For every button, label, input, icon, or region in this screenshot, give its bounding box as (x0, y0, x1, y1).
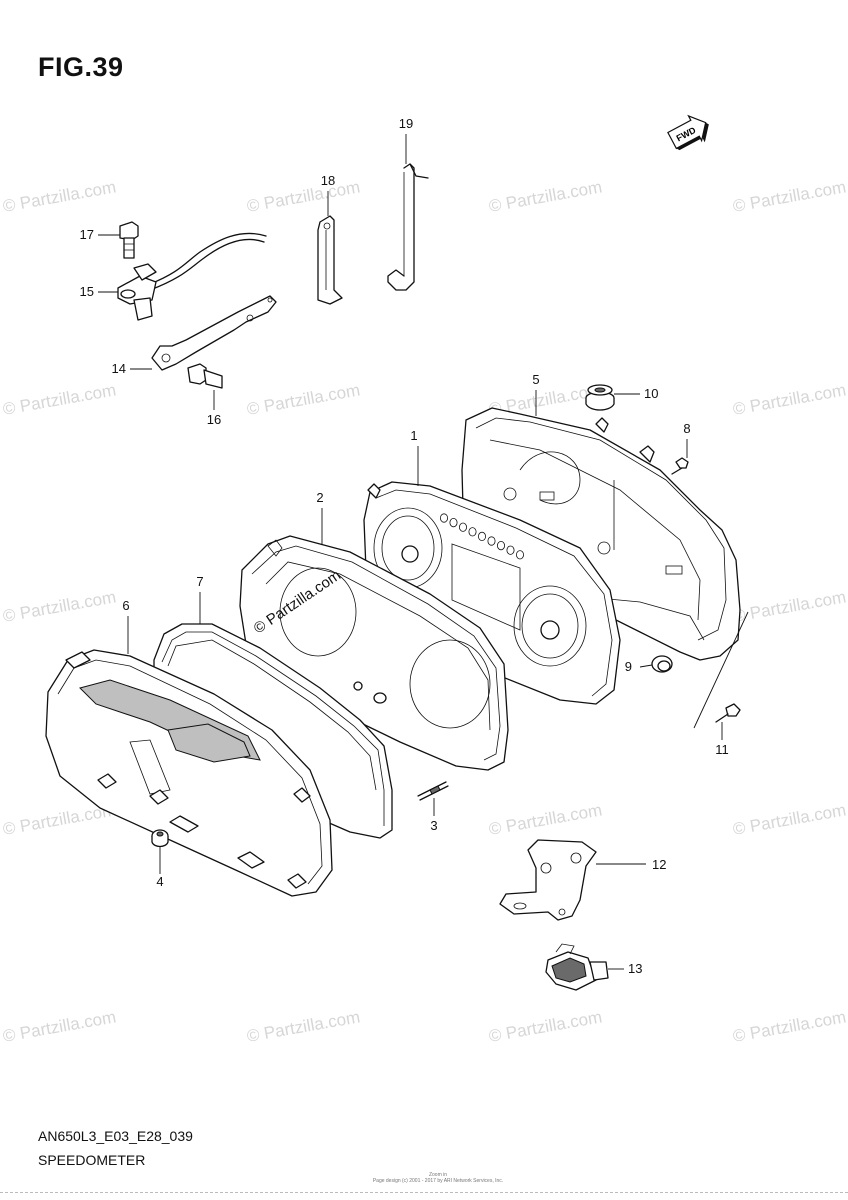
footer-line-2: Page design (c) 2001 - 2017 by ARI Netwo… (372, 1178, 504, 1184)
part-10-grommet (585, 384, 615, 411)
watermark-text: © Partzilla.com (487, 177, 603, 216)
part-5-rear-case (461, 407, 741, 661)
callout-label-8: 8 (683, 421, 690, 436)
callout-label-6: 6 (122, 598, 129, 613)
part-19-clamp (387, 163, 429, 291)
callout-label-7: 7 (196, 574, 203, 589)
watermark-text: © Partzilla.com (487, 1007, 603, 1046)
watermark-text: © Partzilla.com (487, 800, 603, 839)
part-2-housing: © Partzilla.com (239, 535, 509, 771)
bottom-divider (0, 1192, 848, 1193)
watermark-text: © Partzilla.com (731, 177, 847, 216)
part-16-bolt (187, 363, 223, 389)
indicator-bulb (496, 540, 505, 551)
indicator-bulb (468, 527, 477, 537)
part-4-grommet (151, 829, 169, 848)
callout-label-15: 15 (80, 284, 94, 299)
part-13-connector (545, 943, 609, 991)
figure-title: FIG.39 (38, 52, 124, 82)
indicator-bulb (516, 550, 525, 560)
page-footer: Zoom in Page design (c) 2001 - 2017 by A… (368, 1172, 508, 1184)
part-17-bolt (119, 221, 139, 259)
watermark-text: © Partzilla.com (731, 800, 847, 839)
part-3-pin (417, 781, 449, 801)
indicator-bulb (487, 536, 496, 546)
callout-label-19: 19 (399, 116, 413, 131)
part-6-lens-cover (45, 649, 333, 897)
callout-label-17: 17 (80, 227, 94, 242)
part-1-meter-assembly (363, 481, 621, 705)
part-18-bracket (317, 215, 343, 305)
callout-label-5: 5 (532, 372, 539, 387)
part-9-cap (651, 655, 673, 673)
callout-label-9: 9 (625, 659, 632, 674)
callout-label-13: 13 (628, 961, 642, 976)
watermark-text: © Partzilla.com (245, 380, 361, 419)
callout-label-1: 1 (410, 428, 417, 443)
part-8-screw (671, 457, 689, 475)
diagram-caption: SPEEDOMETER (38, 1152, 146, 1168)
leader-line-9 (639, 664, 653, 668)
part-12-bracket (499, 839, 597, 921)
watermark-text: © Partzilla.com (245, 177, 361, 216)
diagram-code: AN650L3_E03_E28_039 (38, 1128, 193, 1144)
callout-label-18: 18 (321, 173, 335, 188)
callout-label-16: 16 (207, 412, 221, 427)
watermark-text: © Partzilla.com (1, 380, 117, 419)
callout-label-4: 4 (156, 874, 163, 889)
indicator-bulb (439, 513, 448, 523)
callout-label-2: 2 (316, 490, 323, 505)
watermark-text: © Partzilla.com (1, 587, 117, 626)
watermark-text: © Partzilla.com (731, 380, 847, 419)
callout-label-12: 12 (652, 857, 666, 872)
indicator-bulb (449, 517, 458, 528)
part-11-screw (715, 703, 741, 723)
callout-label-14: 14 (112, 361, 126, 376)
callout-label-11: 11 (715, 742, 729, 757)
indicator-bulb (506, 545, 515, 555)
part-14-bracket-plate (151, 295, 277, 371)
watermark-text: © Partzilla.com (1, 177, 117, 216)
watermark-text: © Partzilla.com (1, 1007, 117, 1046)
footer-line-1: Zoom in (428, 1172, 448, 1178)
watermark-text: © Partzilla.com (731, 587, 847, 626)
fwd-arrow-icon: FWD (667, 114, 709, 151)
part-15-speed-sensor (117, 232, 267, 321)
indicator-bulb (458, 522, 467, 532)
indicator-bulb (477, 531, 486, 542)
watermark-text: © Partzilla.com (245, 1007, 361, 1046)
watermark-text: © Partzilla.com (731, 1007, 847, 1046)
callout-label-10: 10 (644, 386, 658, 401)
callout-label-3: 3 (430, 818, 437, 833)
